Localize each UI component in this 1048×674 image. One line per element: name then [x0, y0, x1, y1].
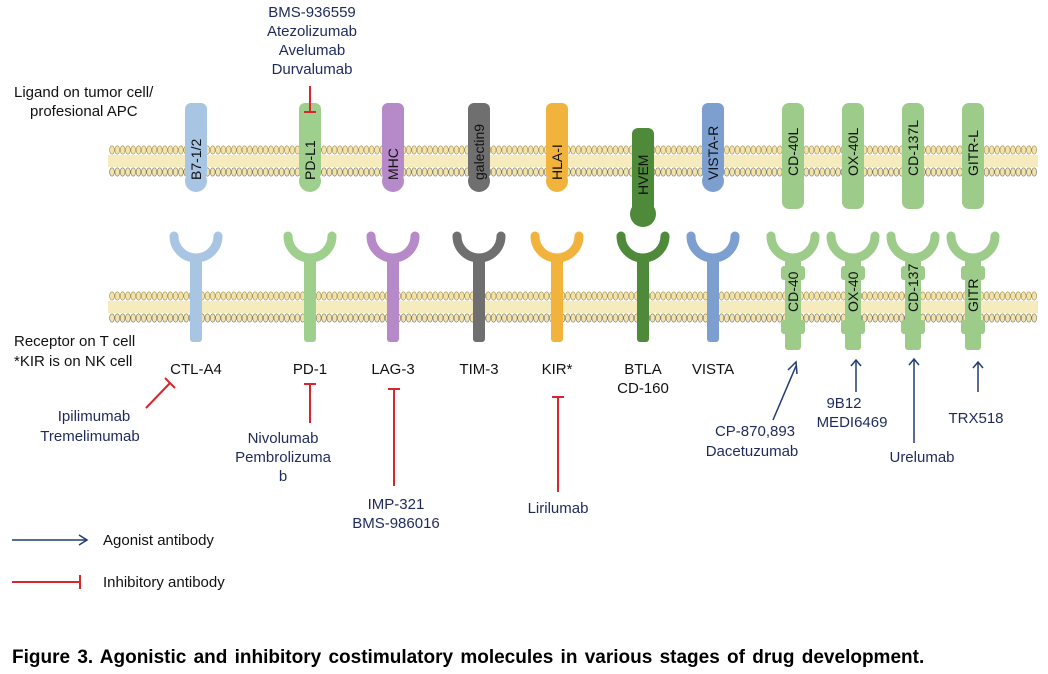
antibody-bms-986016: BMS-986016: [352, 515, 440, 532]
antibody-lirilumab: Lirilumab: [528, 500, 589, 517]
legend: Agonist antibody Inhibitory antibody: [12, 532, 225, 591]
cell-membranes: [108, 145, 1038, 323]
antibody-pembrolizumab: Pembrolizuma: [235, 449, 332, 466]
antibody-atezolizumab: Atezolizumab: [267, 23, 357, 40]
ligand-8: OX-40L: [842, 103, 864, 209]
anti-kir-antibodies: Lirilumab: [528, 396, 589, 517]
receptor-0: [169, 231, 223, 342]
receptor-label: PD-1: [293, 361, 327, 378]
antibody-avelumab: Avelumab: [279, 42, 345, 59]
figure-caption: Figure 3. Agonistic and inhibitory costi…: [12, 647, 925, 668]
molecule-pair-7: CD-40L CD-40: [766, 103, 820, 350]
anti-pdl1-antibodies: BMS-936559 Atezolizumab Avelumab Durvalu…: [267, 4, 357, 113]
antibody-medi6469: MEDI6469: [817, 414, 888, 431]
molecule-pair-1: PD-L1: [283, 103, 337, 342]
lipid-bilayer: [108, 291, 1038, 323]
ligand-10: GITR-L: [962, 103, 984, 209]
antibody-nivolumab: Nivolumab: [248, 430, 319, 447]
antibody-pembrolizumab-end: b: [279, 468, 287, 485]
antibody-trx518: TRX518: [948, 410, 1003, 427]
anti-cd137-antibodies: Urelumab: [889, 357, 955, 466]
anti-ox40-antibodies: 9B12 MEDI6469: [817, 358, 888, 431]
antibody-ipilimumab: Ipilimumab: [58, 408, 131, 425]
antibody-cp-870893: CP-870,893: [715, 423, 795, 440]
tumor-cell-label-line1: Ligand on tumor cell/: [14, 84, 154, 101]
molecule-pair-3: galectin9: [452, 103, 506, 342]
molecule-pair-8: OX-40L OX-40: [826, 103, 880, 350]
antibody-imp-321: IMP-321: [368, 496, 425, 513]
ligand-9: CD-137L: [902, 103, 924, 209]
ligand-6: VISTA-R: [702, 103, 724, 192]
receptor-label: LAG-3: [371, 361, 414, 378]
molecule-pair-6: VISTA-R: [686, 103, 740, 342]
molecule-pair-0: B7-1/2: [169, 103, 223, 342]
receptor-label: GITR: [965, 279, 981, 312]
anti-ctla4-antibodies: Ipilimumab Tremelimumab: [40, 377, 176, 445]
antibody-dacetuzumab: Dacetuzumab: [706, 443, 799, 460]
receptor-label-secondary: CD-160: [617, 380, 669, 397]
molecule-pair-9: CD-137L CD-137: [886, 103, 940, 350]
receptor-8: OX-40: [826, 231, 880, 350]
ligand-7: CD-40L: [782, 103, 804, 209]
receptor-label: OX-40: [845, 271, 861, 312]
molecule-pair-10: GITR-L GITR: [946, 103, 1000, 350]
ligand-1: PD-L1: [299, 103, 321, 192]
receptor-label: KIR*: [542, 361, 573, 378]
ligand-label: VISTA-R: [705, 126, 721, 180]
molecule-pair-4: HLA-I: [530, 103, 584, 342]
ligand-label: OX-40L: [845, 128, 861, 176]
ligand-label: HVEM: [635, 155, 651, 195]
antibody-9b12: 9B12: [826, 395, 861, 412]
antibody-urelumab: Urelumab: [889, 449, 954, 466]
ligand-label: B7-1/2: [188, 139, 204, 180]
legend-inhibitory-label: Inhibitory antibody: [103, 574, 225, 591]
receptor-7: CD-40: [766, 231, 820, 350]
receptor-9: CD-137: [886, 231, 940, 350]
ligand-label: CD-137L: [905, 120, 921, 176]
receptor-labels: CTL-A4 PD-1 LAG-3 TIM-3 KIR* BTLA CD-160 VISTA: [170, 361, 734, 397]
molecule-pair-2: MHC: [366, 103, 420, 342]
receptor-label: TIM-3: [459, 361, 498, 378]
molecules: B7-1/2 PD-L1 MHC galectin9 HLA-I HVEM VISTA-R C…: [169, 103, 1000, 350]
ligand-label: MHC: [385, 148, 401, 180]
lipid-bilayer: [108, 145, 1038, 177]
ligand-0: B7-1/2: [185, 103, 207, 192]
anti-lag3-antibodies: IMP-321 BMS-986016: [352, 388, 440, 532]
receptor-10: GITR: [946, 231, 1000, 350]
ligand-label: galectin9: [471, 124, 487, 180]
ligand-label: GITR-L: [965, 130, 981, 176]
antibody-bms-936559: BMS-936559: [268, 4, 356, 21]
receptor-label: CTL-A4: [170, 361, 222, 378]
receptor-3: [452, 231, 506, 342]
antibody-tremelimumab: Tremelimumab: [40, 428, 139, 445]
receptor-label: CD-137: [905, 264, 921, 312]
molecule-pair-5: HVEM: [616, 128, 670, 342]
tcell-label-line1: Receptor on T cell: [14, 333, 135, 350]
tcell-label-line2: *KIR is on NK cell: [14, 353, 132, 370]
receptor-2: [366, 231, 420, 342]
legend-agonist-label: Agonist antibody: [103, 532, 214, 549]
receptor-6: [686, 231, 740, 342]
receptor-label: VISTA: [692, 361, 734, 378]
receptor-label: CD-40: [785, 271, 801, 312]
ligand-label: HLA-I: [549, 144, 565, 180]
ligand-3: galectin9: [468, 103, 490, 192]
ligand-2: MHC: [382, 103, 404, 192]
tumor-cell-label-line2: profesional APC: [30, 103, 138, 120]
anti-gitr-antibodies: TRX518: [948, 360, 1004, 427]
ligand-4: HLA-I: [546, 103, 568, 192]
ligand-label: CD-40L: [785, 128, 801, 176]
receptor-label: BTLA: [624, 361, 662, 378]
receptor-1: [283, 231, 337, 342]
receptor-4: [530, 231, 584, 342]
receptor-5: [616, 231, 670, 342]
anti-cd40-antibodies: CP-870,893 Dacetuzumab: [706, 360, 799, 460]
antibody-durvalumab: Durvalumab: [272, 61, 353, 78]
ligand-label: PD-L1: [302, 140, 318, 180]
anti-pd1-antibodies: Nivolumab Pembrolizuma b: [235, 383, 332, 485]
ligand-5: HVEM: [630, 128, 656, 227]
